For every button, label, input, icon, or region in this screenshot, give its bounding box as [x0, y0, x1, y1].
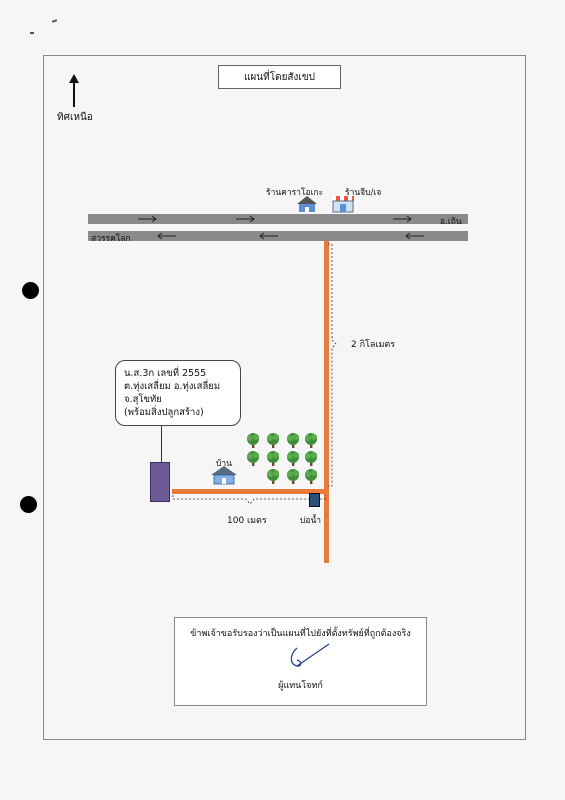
house-icon	[211, 466, 237, 485]
tree-icon	[247, 433, 259, 448]
distance-bracket-road	[328, 243, 337, 487]
scan-mark	[30, 32, 34, 34]
distance-house-label: 100 เมตร	[227, 516, 267, 526]
callout-line-1: น.ส.3ก เลขที่ 2555	[124, 368, 207, 379]
route-vertical	[324, 241, 329, 563]
distance-bracket-house	[172, 495, 326, 505]
signer-label: ผู้แทนโจทก์	[278, 681, 323, 691]
signature-icon	[290, 643, 330, 667]
callout-pointer	[161, 426, 162, 463]
tree-icon	[305, 451, 317, 466]
well-icon	[309, 493, 320, 507]
callout-line-3: จ.สุโขทัย	[124, 394, 162, 405]
scan-mark	[51, 19, 58, 23]
tree-icon	[287, 433, 299, 448]
store-icon	[332, 196, 354, 213]
distance-road-label: 2 กิโลเมตร	[351, 340, 396, 350]
punch-hole-bottom	[20, 496, 37, 513]
store-label: ร้านจีบ/เจ	[345, 188, 382, 198]
tree-icon	[267, 451, 279, 466]
tree-icon	[287, 451, 299, 466]
page-frame	[43, 55, 526, 740]
karaoke-shop-label: ร้านคาราโอเกะ	[266, 188, 324, 198]
route-horizontal	[172, 489, 328, 494]
house-label: บ้าน	[216, 459, 232, 469]
certification-box: ข้าพเจ้าขอรับรองว่าเป็นแผนที่ไปยังที่ตั้…	[174, 617, 427, 706]
certification-statement: ข้าพเจ้าขอรับรองว่าเป็นแผนที่ไปยังที่ตั้…	[190, 629, 411, 639]
north-arrow-icon	[69, 74, 79, 107]
tree-icon	[267, 469, 279, 484]
land-plot	[150, 462, 170, 502]
punch-hole-top	[22, 282, 39, 299]
road-arrows	[138, 215, 424, 240]
road-upper	[88, 214, 468, 224]
callout-line-4: (พร้อมสิ่งปลูกสร้าง)	[124, 407, 204, 418]
map-title: แผนที่โดยสังเขป	[218, 65, 341, 89]
tree-icon	[305, 433, 317, 448]
karaoke-shop-icon	[297, 196, 317, 212]
tree-icon	[287, 469, 299, 484]
road-label-right: อ.เถิน	[440, 217, 462, 227]
land-info-callout: น.ส.3ก เลขที่ 2555 ต.ทุ่งเสลี่ยม อ.ทุ่งเ…	[115, 360, 241, 426]
north-label: ทิศเหนือ	[57, 112, 93, 123]
tree-icon	[247, 451, 259, 466]
well-label: บ่อน้ำ	[300, 516, 322, 526]
orchard	[247, 433, 317, 484]
tree-icon	[267, 433, 279, 448]
tree-icon	[305, 469, 317, 484]
road-label-left: สวรรคโลก	[91, 234, 131, 244]
callout-line-2: ต.ทุ่งเสลี่ยม อ.ทุ่งเสลี่ยม	[124, 381, 221, 392]
